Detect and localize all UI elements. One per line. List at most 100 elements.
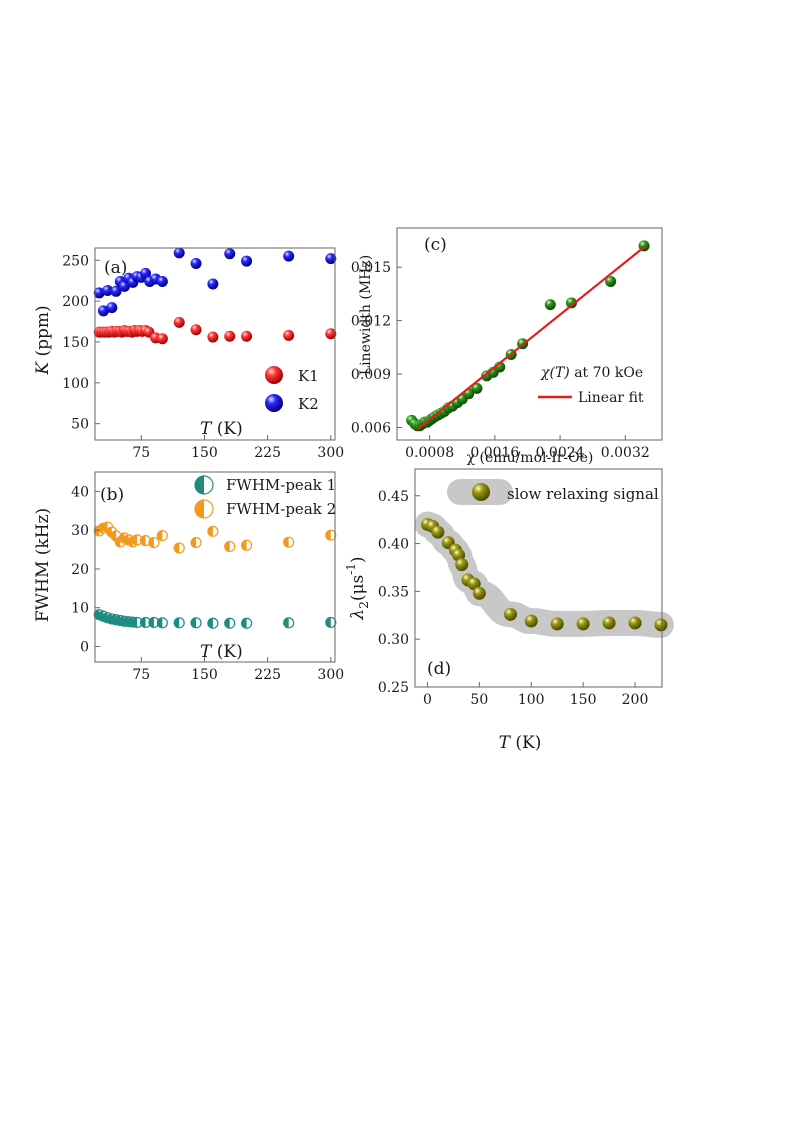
legend-peak2-glyph [194,499,214,519]
panel-b-frame [94,471,336,663]
point-slow-relaxing [455,558,469,572]
panel-b-ylabel: FWHM (kHz) [33,508,53,622]
legend-k1-marker [265,366,283,384]
panel-d-ytick-label: 0.45 [378,489,409,505]
panel-b-ytick-label: 40 [71,484,89,500]
panel-b-ytick-label: 0 [80,639,89,655]
point-slow-relaxing [524,614,538,628]
panel-b-xtick-label: 300 [317,667,344,683]
point-fwhm-peak-2 [240,539,253,551]
panel-d-xtick-label: 200 [622,692,649,708]
point-slow-relaxing [654,618,668,632]
legend-peak1-label: FWHM-peak 1 [226,476,336,494]
panel-c-xtick-label: 0.0024 [536,445,585,461]
point-k1 [283,329,295,341]
point-fwhm-peak-1 [139,616,152,629]
point-k2 [207,278,219,290]
point-fwhm-peak-2 [224,540,236,553]
legend-slow-relaxing-marker [472,483,490,501]
panel-a-ytick-label: 150 [62,335,89,351]
point-k1 [173,316,185,328]
legend-slow-relaxing-label: slow relaxing signal [507,485,659,503]
legend-peak1-glyph [194,475,214,495]
legend-k1-label: K1 [298,367,319,385]
panel-d-xlabel: T (K) [499,733,542,753]
panel-a-xtick-label: 300 [317,445,344,461]
panel-b-ytick-label: 20 [71,562,89,578]
panel-c-xlabel: χ (emu/mol-Ir-Oe) [467,450,594,466]
point-k2 [283,250,295,262]
point-slow-relaxing [472,586,486,600]
legend-peak2: FWHM-peak 2 [194,499,336,519]
point-fwhm-peak-2 [207,525,219,537]
point-k2 [224,248,236,260]
point-slow-relaxing [467,577,481,591]
panel-b-series [93,521,337,629]
point-slow-relaxing [628,616,642,630]
point-k1 [224,330,236,342]
point-slow-relaxing [431,525,445,539]
legend-k1: K1 [265,366,319,385]
panel-c-frame [396,227,663,441]
panel-a-frame [94,247,336,441]
panel-b-ytick-label: 10 [71,601,89,617]
panel-b-xlabel: T (K) [200,642,243,662]
point-k2 [118,280,130,292]
fit-line [416,244,647,431]
panel-a-ylabel: K (ppm) [33,305,53,375]
point-linewidth [544,299,556,311]
point-k1 [207,331,219,343]
point-slow-relaxing [550,617,564,631]
legend-peak1: FWHM-peak 1 [194,475,336,495]
point-fwhm-peak-1 [190,617,202,629]
point-k2 [93,287,105,299]
panel-a-ytick-label: 100 [62,376,89,392]
point-k2 [156,275,168,287]
panel-c-ylabel: Linewidth (MHz) [358,255,374,375]
point-k2 [190,258,202,270]
panel-d-band [414,511,674,638]
panel-c-ytick-label: 0.006 [351,421,391,437]
panel-d-xtick-label: 50 [470,692,488,708]
legend-fit-label: Linear fit [578,390,644,406]
point-linewidth [565,297,577,309]
point-k2 [102,284,114,296]
point-fwhm-peak-2 [325,529,337,541]
panel-b-ytick-label: 30 [71,523,89,539]
point-fwhm-peak-1 [240,617,253,629]
panel-c-ytick-label: 0.015 [351,260,391,276]
panel-a-ytick-label: 50 [71,417,89,433]
point-fwhm-peak-2 [148,536,160,549]
point-k2 [325,253,337,265]
point-fwhm-peak-1 [224,617,236,629]
point-fwhm-peak-1 [325,616,337,629]
point-fwhm-peak-2 [156,529,168,542]
panel-a-xtick-label: 225 [254,445,281,461]
panel-a-xlabel: T (K) [200,419,243,439]
panel-c-xtick-label: 0.0032 [601,445,650,461]
legend-peak2-marker [194,499,214,519]
legend-k2-label: K2 [298,395,319,413]
panel-d-xtick-label: 100 [518,692,545,708]
legend-k2-marker [265,394,283,412]
panel-a-ytick-label: 250 [62,253,89,269]
point-fwhm-peak-1 [148,616,160,629]
point-fwhm-peak-1 [173,617,185,629]
panel-label-d: (d) [427,659,451,679]
panel-a-ytick-label: 200 [62,294,89,310]
panel-a-series [93,247,337,345]
legend-peak1-marker [194,475,214,495]
panel-d-ytick-label: 0.35 [378,584,409,600]
panel-label-b: (b) [100,485,124,505]
point-slow-relaxing [503,607,517,621]
trend-band [414,511,674,638]
point-slow-relaxing [602,616,616,630]
panel-c-series [406,240,650,432]
legend-k2: K2 [265,394,319,413]
